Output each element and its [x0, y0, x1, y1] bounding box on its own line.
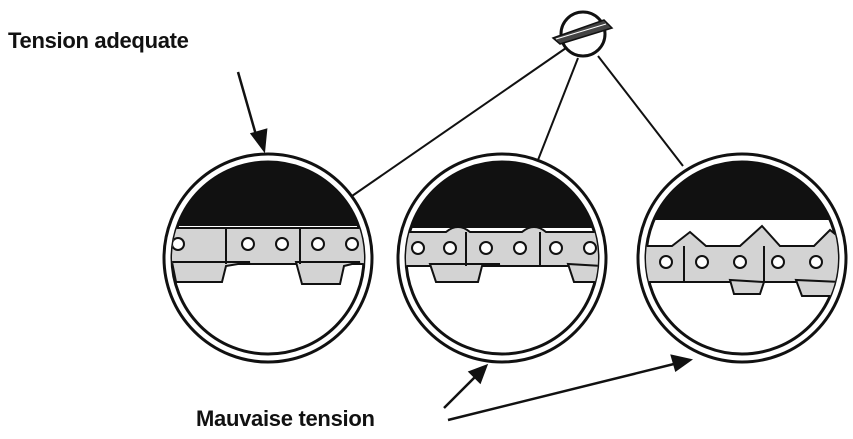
arrow-poor-1 — [443, 373, 479, 409]
arrows — [236, 71, 694, 422]
saw-chain — [406, 226, 598, 283]
arrow-poor-2-head — [670, 354, 694, 373]
chainsaw-bar-icon — [551, 10, 614, 58]
arrow-adequate-head — [249, 128, 268, 154]
connector-lines — [351, 47, 684, 197]
connector-line-1 — [351, 47, 567, 197]
arrow-poor-1-head — [467, 363, 489, 385]
label-poor-tension: Mauvaise tension — [196, 406, 375, 431]
connector-line-3 — [597, 55, 684, 167]
magnifier-loose-2 — [636, 152, 848, 364]
saw-chain — [646, 224, 838, 297]
saw-chain — [172, 227, 364, 285]
magnifier-adequate — [162, 152, 374, 364]
connector-line-2 — [537, 57, 579, 161]
label-adequate-tension: Tension adequate — [8, 28, 189, 53]
magnifier-loose-1 — [396, 152, 608, 364]
arrow-adequate — [236, 71, 260, 143]
arrow-poor-2 — [447, 360, 683, 422]
